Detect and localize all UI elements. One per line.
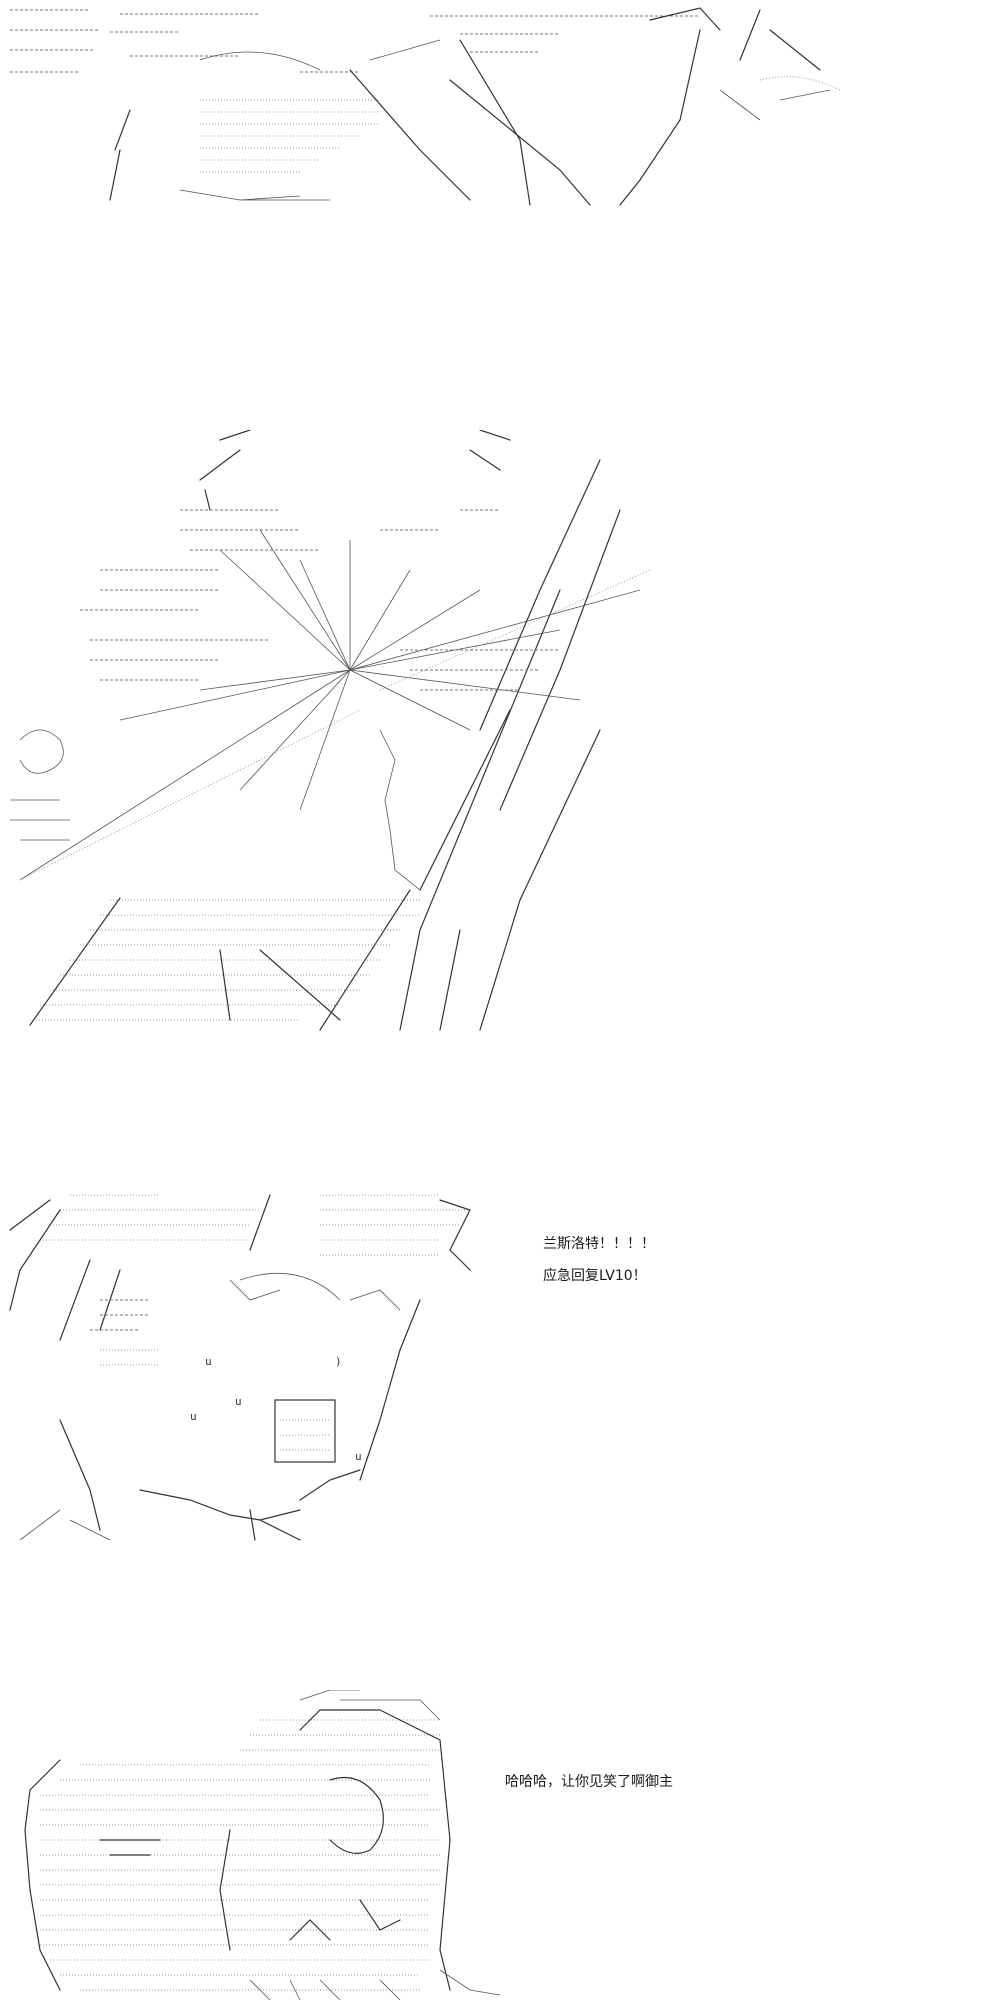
ascii-art-panel-4: 哈哈哈，让你见笑了啊御主 bbox=[0, 1690, 995, 2000]
svg-text:u: u bbox=[235, 1395, 242, 1408]
caption-emergency-recovery: 应急回复LV10！ bbox=[543, 1268, 647, 1284]
caption-lancelot: 兰斯洛特！！！！ bbox=[543, 1236, 655, 1252]
svg-text:u: u bbox=[355, 1450, 362, 1463]
ascii-art-drawing-3: u u ) u u bbox=[9, 1194, 471, 1541]
ascii-art-drawing-2 bbox=[10, 430, 651, 1031]
ascii-art-panel-1 bbox=[0, 0, 995, 210]
svg-text:u: u bbox=[205, 1355, 212, 1368]
ascii-art-drawing-4 bbox=[24, 1690, 501, 2000]
svg-text:u: u bbox=[190, 1410, 197, 1423]
ascii-art-panel-2 bbox=[0, 430, 995, 1040]
ascii-art-drawing-1 bbox=[10, 7, 841, 206]
svg-text:): ) bbox=[335, 1355, 342, 1368]
ascii-art-panel-3: u u ) u u 兰斯洛特！！！！ 应急回复LV10！ bbox=[0, 1190, 995, 1570]
caption-laughing: 哈哈哈，让你见笑了啊御主 bbox=[505, 1774, 673, 1790]
